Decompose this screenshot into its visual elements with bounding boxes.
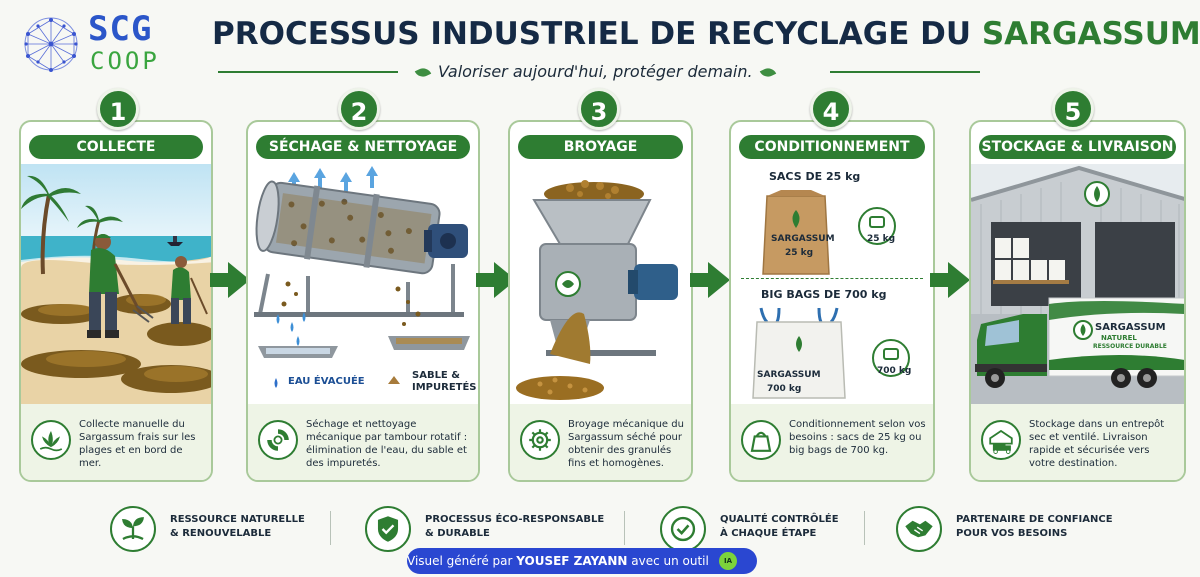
feature-line1: QUALITÉ CONTRÔLÉE bbox=[720, 514, 839, 525]
feature-line1: PROCESSUS ÉCO-RESPONSABLE bbox=[425, 514, 605, 525]
step-card-collecte: COLLECTE bbox=[19, 120, 213, 482]
step-card-broyage: BROYAGE Broyage mécanique du Sargassum s… bbox=[508, 120, 693, 482]
page-title: PROCESSUS INDUSTRIEL DE RECYCLAGE DU SAR… bbox=[212, 16, 1200, 52]
rotating-drum-icon bbox=[258, 420, 298, 460]
shield-check-icon bbox=[365, 506, 411, 552]
step-description: Stockage dans un entrepôt sec et ventilé… bbox=[1029, 419, 1165, 469]
credit-suffix: avec un outil bbox=[627, 554, 709, 568]
logo: SCG COOP bbox=[20, 12, 185, 74]
scale-icon bbox=[858, 207, 896, 245]
features-bar: RESSOURCE NATURELLE & RENOUVELABLE PROCES… bbox=[100, 505, 1120, 553]
step-title: COLLECTE bbox=[29, 135, 203, 159]
step-description-area: Stockage dans un entrepôt sec et ventilé… bbox=[971, 404, 1184, 480]
step-description-area: Broyage mécanique du Sargassum séché pou… bbox=[510, 404, 691, 480]
divider-line bbox=[741, 278, 923, 279]
step-number-5: 5 bbox=[1052, 88, 1094, 130]
step-number-3: 3 bbox=[578, 88, 620, 130]
step-title: SÉCHAGE & NETTOYAGE bbox=[256, 135, 470, 159]
seaweed-waves-icon bbox=[31, 420, 71, 460]
step-number-1: 1 bbox=[97, 88, 139, 130]
step-description-area: Collecte manuelle du Sargassum frais sur… bbox=[21, 404, 211, 480]
feature-line2: & DURABLE bbox=[425, 528, 490, 539]
step-card-conditionnement: CONDITIONNEMENT SACS DE 25 kg SARGASSUM … bbox=[729, 120, 935, 482]
big-bag-illustration bbox=[752, 307, 846, 399]
feature-line2: & RENOUVELABLE bbox=[170, 528, 272, 539]
feature-separator bbox=[624, 511, 625, 545]
truck-tagline-line2: RESSOURCE DURABLE bbox=[1093, 343, 1167, 350]
network-globe-icon bbox=[24, 17, 78, 72]
handshake-icon bbox=[896, 506, 942, 552]
feature-line1: RESSOURCE NATURELLE bbox=[170, 514, 305, 525]
feature-separator bbox=[330, 511, 331, 545]
step-card-sechage: SÉCHAGE & NETTOYAGE bbox=[246, 120, 480, 482]
tagline-text: Valoriser aujourd'hui, protéger demain. bbox=[438, 62, 753, 81]
step-title: BROYAGE bbox=[518, 135, 683, 159]
step-title: STOCKAGE & LIVRAISON bbox=[979, 135, 1176, 159]
tagline: Valoriser aujourd'hui, protéger demain. bbox=[408, 62, 783, 81]
beach-collection-illustration bbox=[21, 164, 211, 404]
bags-25kg-title: SACS DE 25 kg bbox=[769, 170, 861, 183]
feature-text: PARTENAIRE DE CONFIANCE POUR VOS BESOINS bbox=[956, 513, 1113, 541]
step-description: Séchage et nettoyage mécanique par tambo… bbox=[306, 419, 468, 469]
gear-icon bbox=[520, 420, 560, 460]
logo-coop-text: COOP bbox=[90, 47, 160, 75]
title-accent: SARGASSUM bbox=[981, 16, 1200, 52]
plant-icon bbox=[110, 506, 156, 552]
step-description-area: Séchage et nettoyage mécanique par tambo… bbox=[248, 404, 478, 480]
ia-badge: IA bbox=[719, 552, 737, 570]
warehouse-delivery-icon bbox=[981, 420, 1021, 460]
step-description: Conditionnement selon vos besoins : sacs… bbox=[789, 419, 926, 456]
sack-weight-label: 25 kg bbox=[785, 248, 814, 258]
feature-text: QUALITÉ CONTRÔLÉE À CHAQUE ÉTAPE bbox=[720, 513, 839, 541]
truck-tagline-line1: NATUREL bbox=[1101, 334, 1137, 342]
step-card-stockage: STOCKAGE & LIVRAISON SARGASSUM NATUREL R… bbox=[969, 120, 1186, 482]
leaf-icon bbox=[759, 65, 776, 80]
rotary-drum-dryer-illustration bbox=[254, 166, 470, 388]
feature-line2: POUR VOS BESOINS bbox=[956, 528, 1068, 539]
title-main: PROCESSUS INDUSTRIEL DE RECYCLAGE DU bbox=[212, 16, 982, 52]
check-circle-icon bbox=[660, 506, 706, 552]
sand-label-line2: IMPURETÉS bbox=[412, 382, 477, 393]
credit-banner: Visuel généré par YOUSEF ZAYANN avec un … bbox=[407, 548, 757, 574]
tagline-divider-right bbox=[830, 71, 980, 73]
tagline-row: Valoriser aujourd'hui, protéger demain. bbox=[218, 60, 980, 84]
tagline-divider-left bbox=[218, 71, 398, 73]
bigbag-weight-label: 700 kg bbox=[767, 384, 802, 394]
bag-icon bbox=[741, 420, 781, 460]
feature-line1: PARTENAIRE DE CONFIANCE bbox=[956, 514, 1113, 525]
step-number-2: 2 bbox=[338, 88, 380, 130]
scale-small-weight: 25 kg bbox=[867, 234, 896, 244]
bigbags-700kg-title: BIG BAGS DE 700 kg bbox=[761, 288, 887, 301]
bigbag-brand-label: SARGASSUM bbox=[757, 370, 821, 380]
step-number-4: 4 bbox=[810, 88, 852, 130]
credit-prefix: Visuel généré par bbox=[407, 554, 517, 568]
scale-icon bbox=[872, 339, 910, 377]
sack-brand-label: SARGASSUM bbox=[771, 234, 835, 244]
step-title: CONDITIONNEMENT bbox=[739, 135, 925, 159]
credit-text: Visuel généré par YOUSEF ZAYANN avec un … bbox=[407, 548, 709, 574]
flow-arrow-1-2 bbox=[210, 262, 250, 298]
scale-big-weight: 700 kg bbox=[877, 366, 912, 376]
credit-author: YOUSEF ZAYANN bbox=[516, 554, 628, 568]
step-description-area: Conditionnement selon vos besoins : sacs… bbox=[731, 404, 933, 480]
water-evacuated-label: EAU ÉVACUÉE bbox=[288, 376, 365, 387]
feature-separator bbox=[864, 511, 865, 545]
feature-line2: À CHAQUE ÉTAPE bbox=[720, 528, 817, 539]
truck-brand-label: SARGASSUM bbox=[1095, 322, 1166, 333]
flow-arrow-4-5 bbox=[930, 262, 970, 298]
grinder-illustration bbox=[516, 180, 678, 400]
sand-label-line1: SABLE & bbox=[412, 370, 460, 381]
feature-text: PROCESSUS ÉCO-RESPONSABLE & DURABLE bbox=[425, 513, 604, 541]
feature-text: RESSOURCE NATURELLE & RENOUVELABLE bbox=[170, 513, 305, 541]
warehouse-truck-illustration bbox=[971, 164, 1184, 404]
step-description: Broyage mécanique du Sargassum séché pou… bbox=[568, 419, 684, 469]
logo-scg-text: SCG bbox=[88, 9, 153, 49]
paper-sack-illustration bbox=[762, 190, 830, 275]
step-description: Collecte manuelle du Sargassum frais sur… bbox=[79, 419, 196, 469]
leaf-icon bbox=[414, 65, 432, 80]
flow-arrow-3-4 bbox=[690, 262, 730, 298]
